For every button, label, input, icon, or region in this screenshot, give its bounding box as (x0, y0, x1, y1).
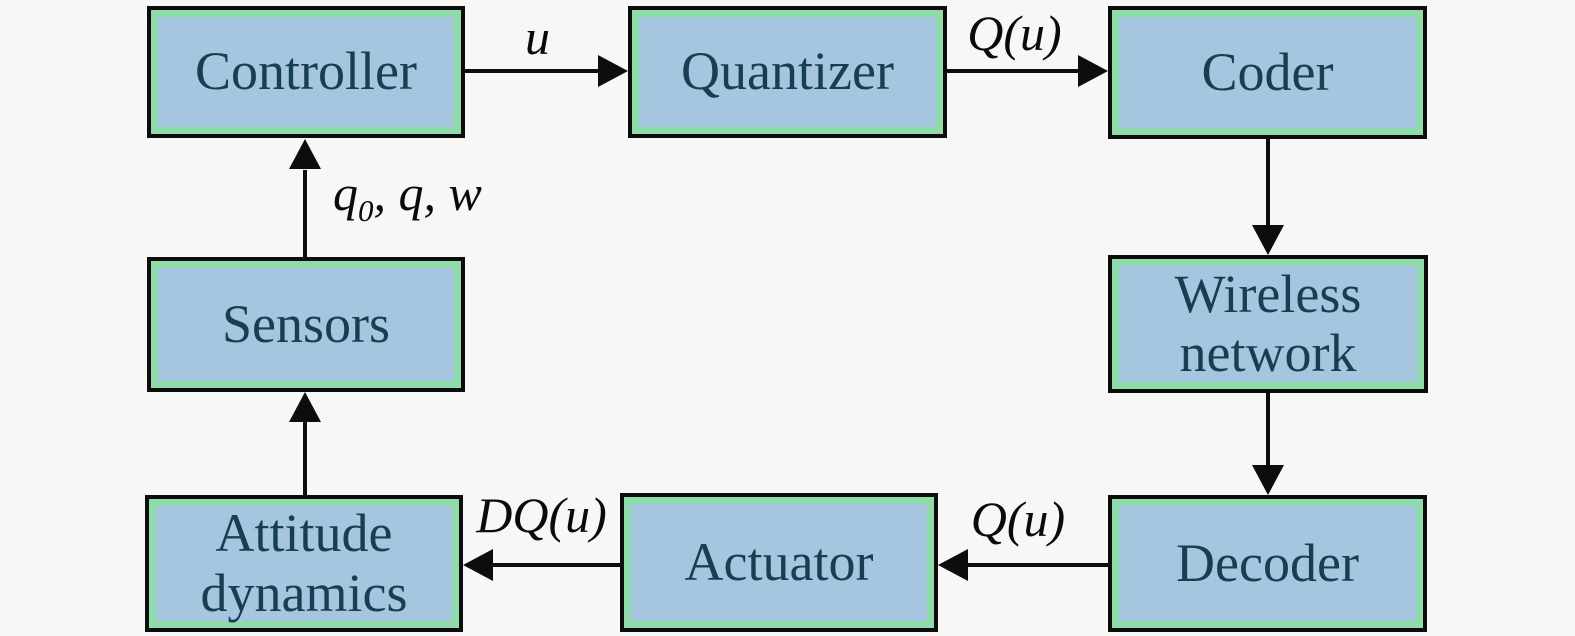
arrowhead-up-icon (289, 139, 321, 169)
node-quantizer: Quantizer (628, 6, 947, 138)
node-actuator: Actuator (620, 493, 938, 632)
arrowhead-left-icon (938, 549, 968, 581)
node-controller: Controller (147, 6, 465, 138)
node-sensors-inner: Sensors (158, 268, 454, 381)
edge-coder-wireless-line (1266, 139, 1270, 227)
node-coder-inner: Coder (1119, 17, 1416, 128)
edge-label-q0-rest: , q, w (373, 165, 482, 221)
arrowhead-left-icon (463, 549, 493, 581)
edge-label-q0-q-w: q0, q, w (333, 165, 482, 226)
edge-decoder-actuator-line (966, 563, 1108, 567)
node-actuator-label: Actuator (684, 531, 874, 592)
edge-attitude-sensors-line (303, 420, 307, 495)
arrowhead-right-icon (1078, 55, 1108, 87)
edge-quantizer-coder-line (947, 69, 1080, 73)
edge-label-u: u (525, 9, 550, 65)
node-wireless-network-label: Wireless network (1174, 263, 1362, 383)
edge-actuator-attitude-line (491, 563, 620, 567)
node-decoder: Decoder (1108, 495, 1427, 632)
edge-wireless-decoder-line (1266, 393, 1270, 467)
edge-label-qu-top: Q(u) (967, 5, 1062, 61)
node-sensors-label: Sensors (221, 293, 390, 354)
node-controller-inner: Controller (158, 17, 454, 127)
node-actuator-inner: Actuator (631, 504, 927, 621)
arrowhead-right-icon (598, 55, 628, 87)
node-attitude-dynamics: Attitude dynamics (145, 495, 463, 632)
node-attitude-dynamics-inner: Attitude dynamics (156, 503, 452, 623)
node-quantizer-inner: Quantizer (639, 17, 936, 127)
edge-sensors-controller-line (303, 170, 307, 257)
arrowhead-down-icon (1252, 225, 1284, 255)
node-coder-label: Coder (1201, 41, 1334, 102)
node-decoder-inner: Decoder (1119, 506, 1416, 621)
node-controller-label: Controller (195, 41, 417, 102)
node-quantizer-label: Quantizer (681, 41, 894, 102)
edge-controller-quantizer-line (465, 69, 600, 73)
node-sensors: Sensors (147, 257, 465, 392)
node-wireless-network: Wireless network (1108, 255, 1428, 393)
arrowhead-down-icon (1252, 465, 1284, 495)
node-decoder-label: Decoder (1176, 532, 1359, 593)
edge-label-qu-bottom: Q(u) (970, 491, 1066, 547)
node-coder: Coder (1108, 6, 1427, 139)
node-wireless-network-inner: Wireless network (1119, 263, 1417, 383)
edge-label-q0-subscript: 0 (358, 193, 374, 228)
edge-label-dqu: DQ(u) (476, 487, 607, 543)
node-attitude-dynamics-label: Attitude dynamics (200, 503, 408, 623)
arrowhead-up-icon (289, 392, 321, 422)
edge-label-q0-base: q (333, 165, 358, 221)
